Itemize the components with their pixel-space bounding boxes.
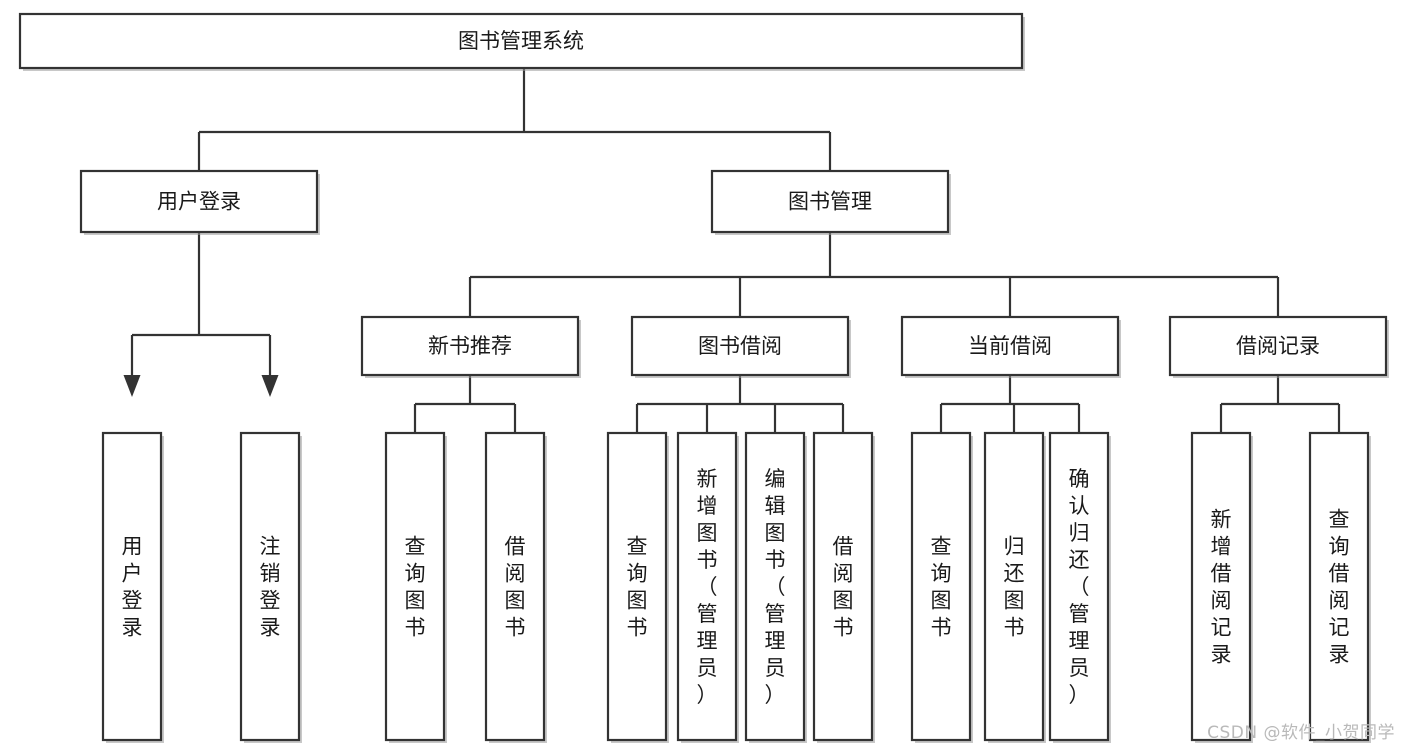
- node-box[interactable]: [1168, 315, 1388, 377]
- node-box[interactable]: [484, 431, 546, 742]
- node-box[interactable]: [18, 12, 1024, 70]
- node-leaf-borrow-book-2[interactable]: 借阅图书: [812, 431, 875, 743]
- arrow-head-icon: [261, 375, 279, 397]
- node-label: 新增图书（管理员）: [697, 467, 718, 707]
- connector-layer: [123, 68, 1348, 466]
- node-leaf-confirm-return[interactable]: 确认归还（管理员）: [1048, 431, 1111, 743]
- node-box[interactable]: [812, 431, 874, 742]
- node-label: 新增借阅记录: [1211, 508, 1232, 667]
- node-label: 图书管理: [788, 190, 872, 214]
- node-borrow-record[interactable]: 借阅记录: [1168, 315, 1389, 378]
- node-label: 归还图书: [1004, 535, 1025, 640]
- node-box[interactable]: [676, 431, 738, 742]
- node-label: 查询图书: [627, 535, 648, 640]
- node-box[interactable]: [606, 431, 668, 742]
- node-box[interactable]: [1308, 431, 1370, 742]
- node-leaf-edit-book[interactable]: 编辑图书（管理员）: [744, 431, 807, 743]
- node-leaf-query-book-3[interactable]: 查询图书: [910, 431, 973, 743]
- node-leaf-add-book[interactable]: 新增图书（管理员）: [676, 431, 739, 743]
- node-leaf-user-logout[interactable]: 注销登录: [239, 431, 302, 743]
- node-leaf-return-book[interactable]: 归还图书: [983, 431, 1046, 743]
- node-box[interactable]: [384, 431, 446, 742]
- node-label: 当前借阅: [968, 334, 1052, 358]
- node-leaf-borrow-book-1[interactable]: 借阅图书: [484, 431, 547, 743]
- node-leaf-query-book-2[interactable]: 查询图书: [606, 431, 669, 743]
- node-box[interactable]: [983, 431, 1045, 742]
- node-label: 确认归还（管理员）: [1069, 467, 1090, 707]
- node-label: 图书管理系统: [458, 29, 584, 53]
- connector-conn-user-login: [123, 232, 279, 397]
- node-label: 借阅图书: [505, 535, 526, 640]
- node-book-manage[interactable]: 图书管理: [710, 169, 951, 235]
- connector-conn-book-manage: [461, 232, 1287, 339]
- node-box[interactable]: [360, 315, 580, 377]
- node-box[interactable]: [900, 315, 1120, 377]
- node-box[interactable]: [239, 431, 301, 742]
- arrow-head-icon: [123, 375, 141, 397]
- node-label: 查询借阅记录: [1329, 508, 1350, 667]
- node-box[interactable]: [79, 169, 319, 234]
- node-label: 编辑图书（管理员）: [765, 467, 786, 707]
- node-label: 新书推荐: [428, 334, 512, 358]
- node-leaf-query-borrow-record[interactable]: 查询借阅记录: [1308, 431, 1371, 743]
- node-box[interactable]: [910, 431, 972, 742]
- node-label: 借阅记录: [1236, 334, 1320, 358]
- node-current-borrow[interactable]: 当前借阅: [900, 315, 1121, 378]
- node-label: 查询图书: [405, 535, 426, 640]
- node-label: 借阅图书: [833, 535, 854, 640]
- node-label: 图书借阅: [698, 334, 782, 358]
- node-new-book-recommend[interactable]: 新书推荐: [360, 315, 581, 378]
- node-box[interactable]: [630, 315, 850, 377]
- node-book-borrow[interactable]: 图书借阅: [630, 315, 851, 378]
- node-box[interactable]: [101, 431, 163, 742]
- node-root[interactable]: 图书管理系统: [18, 12, 1025, 71]
- node-leaf-add-borrow-record[interactable]: 新增借阅记录: [1190, 431, 1253, 743]
- node-box[interactable]: [710, 169, 950, 234]
- node-box[interactable]: [1190, 431, 1252, 742]
- node-user-login[interactable]: 用户登录: [79, 169, 320, 235]
- node-box[interactable]: [1048, 431, 1110, 742]
- node-label: 查询图书: [931, 535, 952, 640]
- node-label: 用户登录: [122, 535, 143, 640]
- node-label: 注销登录: [260, 535, 281, 640]
- node-box[interactable]: [744, 431, 806, 742]
- node-label: 用户登录: [157, 190, 241, 214]
- node-leaf-user-login[interactable]: 用户登录: [101, 431, 164, 743]
- node-leaf-query-book-1[interactable]: 查询图书: [384, 431, 447, 743]
